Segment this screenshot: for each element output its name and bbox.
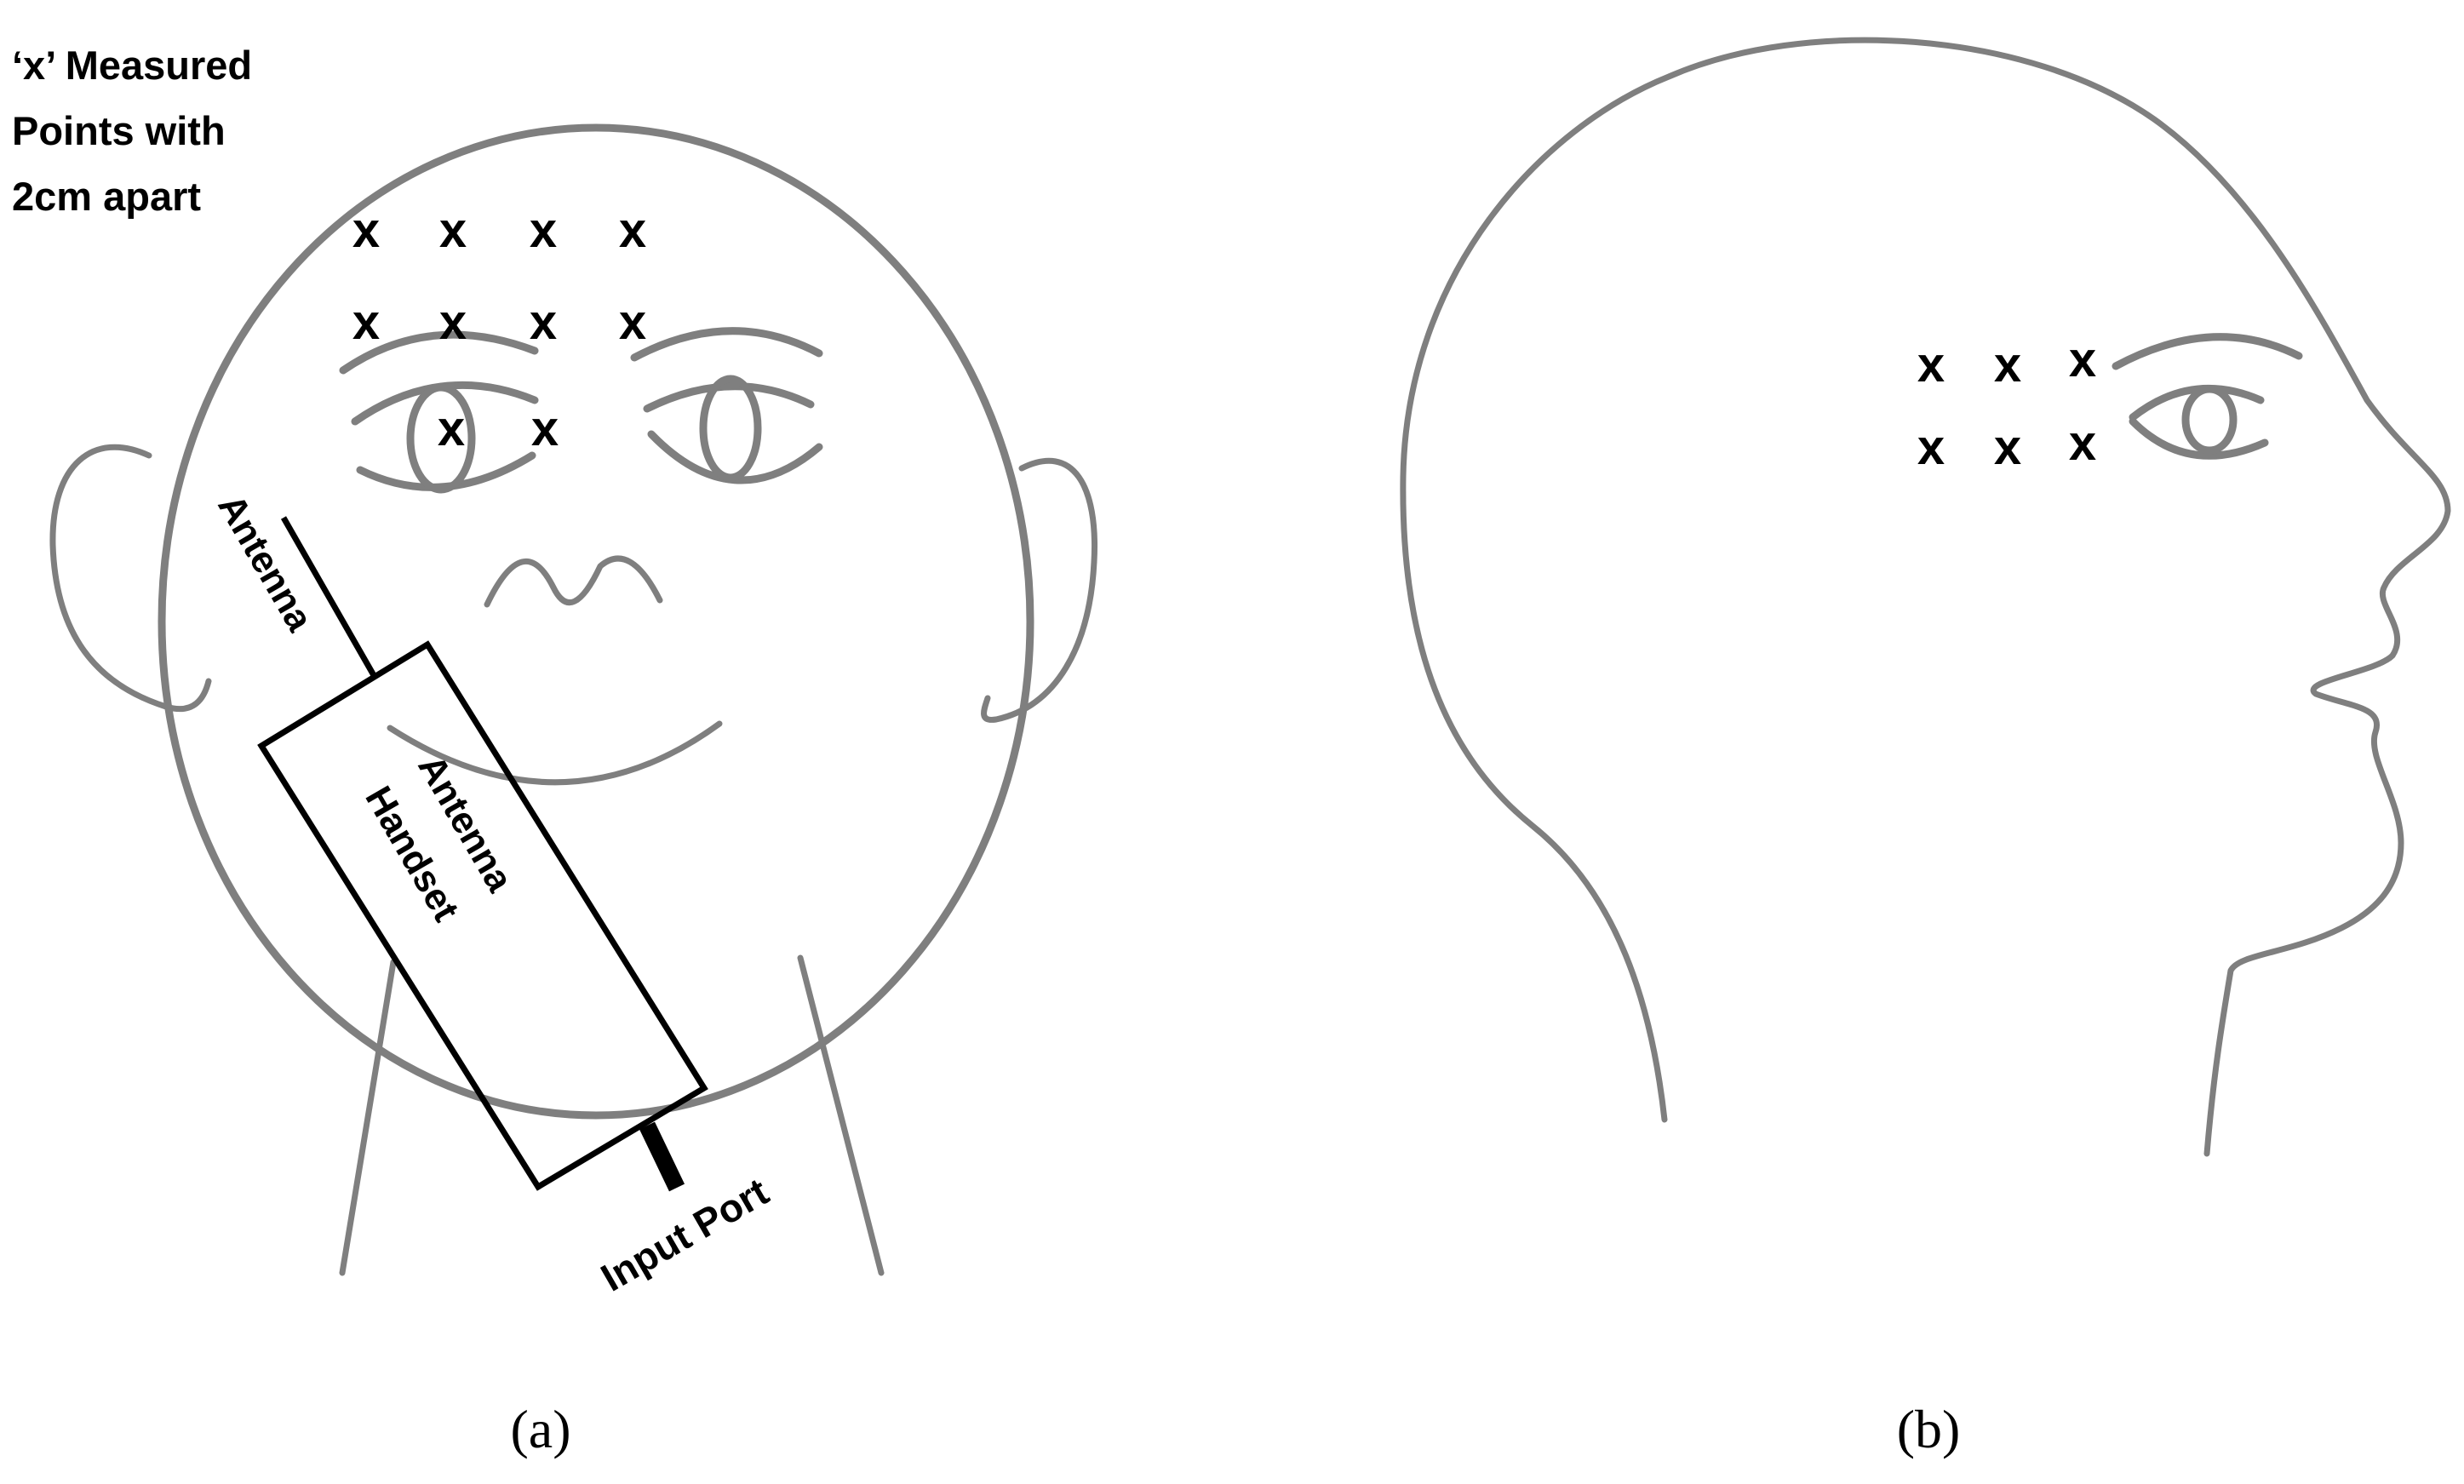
head-profile-outline xyxy=(1400,37,2451,1157)
mouth xyxy=(387,720,723,786)
panel-a-front-view: ‘x’ Measured Points with 2cm apart Anten… xyxy=(12,43,1098,1459)
front-measured-point-mark: x xyxy=(438,401,465,456)
right-eye-upper-lid xyxy=(643,382,815,413)
legend-line-3: 2cm apart xyxy=(12,174,201,219)
left-eyebrow xyxy=(339,330,539,375)
front-measured-point-mark: x xyxy=(619,295,646,350)
legend-label: ‘x’ Measured Points with 2cm apart xyxy=(12,43,252,219)
front-measured-point-mark: x xyxy=(439,203,467,258)
left-eye-pupil xyxy=(406,383,476,494)
right-ear xyxy=(981,457,1098,723)
caption-b: (b) xyxy=(1897,1399,1961,1459)
front-measured-point-mark: x xyxy=(439,295,467,350)
front-measured-point-mark: x xyxy=(352,295,380,350)
neck-right-line xyxy=(797,954,885,1276)
legend-line-1: ‘x’ Measured xyxy=(12,43,252,88)
right-eye-pupil xyxy=(699,375,762,482)
side-eye-lower-lid xyxy=(2129,417,2269,460)
side-eye-upper-lid xyxy=(2129,384,2265,421)
front-measured-point-mark: x xyxy=(530,203,557,258)
front-measured-point-mark: x xyxy=(530,295,557,350)
front-measured-point-mark: x xyxy=(619,203,646,258)
right-eyebrow xyxy=(630,327,823,362)
side-measured-point-mark: x xyxy=(1994,420,2021,475)
antenna-label: Antenna xyxy=(209,488,321,639)
side-measured-point-mark: x xyxy=(1917,337,1945,392)
side-measured-point-mark: x xyxy=(2069,415,2096,471)
input-port-label: Input Port xyxy=(593,1169,776,1300)
front-measured-point-mark: x xyxy=(531,401,559,456)
caption-a: (a) xyxy=(510,1399,570,1459)
front-measured-point-mark: x xyxy=(352,203,380,258)
side-eye-pupil xyxy=(2181,385,2238,455)
nose xyxy=(484,555,663,608)
neck-left-line xyxy=(339,959,397,1276)
side-measured-point-mark: x xyxy=(1917,420,1945,475)
side-measured-point-mark: x xyxy=(2069,332,2096,387)
side-measured-point-mark: x xyxy=(1994,337,2021,392)
left-eye-lower-lid xyxy=(356,451,536,491)
left-ear xyxy=(49,444,212,713)
input-port-connector xyxy=(639,1121,685,1192)
antenna-handset-box xyxy=(257,640,708,1191)
antenna-wire xyxy=(280,516,378,679)
legend-line-2: Points with xyxy=(12,108,226,153)
side-eyebrow xyxy=(2112,333,2303,370)
head-outline xyxy=(158,123,1034,1120)
